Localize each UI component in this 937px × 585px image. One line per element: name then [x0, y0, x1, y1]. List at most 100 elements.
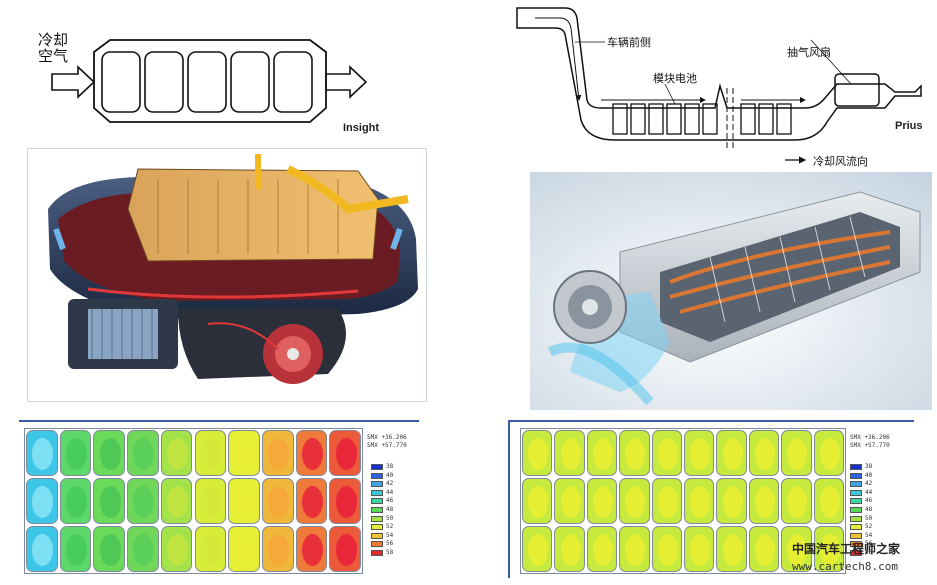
heatmap-cell-hotspot — [301, 534, 323, 566]
heatmap-cell-hotspot — [268, 486, 290, 518]
heatmap-cell-hotspot — [133, 534, 155, 566]
heatmap-cell — [329, 526, 361, 572]
legend-value: 38 — [865, 463, 873, 470]
heatmap-top-border — [508, 420, 914, 422]
heatmap-cell-hotspot — [167, 486, 189, 518]
legend-swatch — [850, 550, 862, 556]
legend-swatch — [850, 524, 862, 531]
heatmap-cell — [748, 526, 780, 572]
outlet-arrow-icon — [325, 65, 368, 99]
heatmap-cell — [93, 478, 126, 524]
legend-value: 40 — [865, 471, 873, 479]
heatmap-cell-hotspot — [301, 486, 323, 518]
heatmap-cell-hotspot — [66, 534, 87, 566]
heatmap-cell — [522, 526, 553, 572]
legend-value: 46 — [386, 497, 394, 505]
heatmap-cell — [684, 526, 715, 572]
legend-value: 54 — [386, 531, 394, 539]
heatmap-cell-hotspot — [787, 534, 808, 566]
heatmap-cell-hotspot — [592, 486, 614, 518]
heatmap-cell — [329, 430, 361, 476]
heatmap-cell-hotspot — [99, 486, 121, 518]
heatmap-cell — [716, 478, 747, 524]
watermark-site-name: 中国汽车工程师之家 — [792, 542, 901, 556]
heatmap-stat-line2: SMX +57.770 — [367, 442, 407, 449]
heatmap-cell-hotspot — [625, 438, 646, 470]
legend-value: 44 — [386, 488, 394, 496]
legend-swatch — [371, 481, 383, 488]
legend-value: 44 — [865, 488, 873, 496]
legend-swatch — [371, 532, 383, 539]
heatmap-cell-hotspot — [787, 438, 808, 470]
prius-battery-3d-render — [530, 172, 932, 410]
legend-swatch — [371, 507, 383, 513]
heatmap-cell — [684, 478, 715, 524]
heatmap-cell — [261, 478, 294, 524]
heatmap-cell-hotspot — [560, 534, 581, 566]
heatmap-cell — [194, 430, 227, 476]
battery-module — [273, 51, 313, 113]
insight-battery-3d-render — [27, 148, 427, 402]
legend-value: 56 — [865, 540, 873, 548]
battery-module — [101, 51, 141, 113]
cooling-flow-direction-label: 冷却风流向 — [813, 155, 868, 168]
legend-swatch — [371, 550, 383, 556]
legend-swatch — [850, 498, 862, 505]
heatmap-cell — [684, 430, 715, 476]
battery-module — [230, 51, 270, 113]
legend-value: 54 — [865, 531, 873, 539]
legend-value: 52 — [386, 523, 394, 531]
heatmap-cell — [522, 478, 553, 524]
legend-swatch — [850, 515, 862, 522]
heatmap-cell-hotspot — [234, 486, 256, 518]
legend-swatch — [371, 464, 383, 470]
heatmap-cell — [261, 526, 294, 572]
heatmap-cell-hotspot — [335, 438, 357, 470]
heatmap-cell — [522, 430, 553, 476]
heatmap-cell-hotspot — [133, 438, 155, 470]
heatmap-cell — [586, 526, 618, 572]
legend-value: 38 — [386, 463, 394, 470]
heatmap-cell-hotspot — [66, 486, 87, 518]
inlet-arrow-icon — [51, 65, 96, 99]
heatmap-cell-hotspot — [754, 438, 776, 470]
exhaust-fan-icon — [834, 73, 880, 107]
heatmap-grid-left — [24, 428, 363, 574]
heatmap-top-border — [19, 420, 419, 422]
heatmap-cell — [93, 526, 126, 572]
heatmap-cell — [26, 526, 58, 572]
battery-module — [187, 51, 227, 113]
heatmap-cell-hotspot — [200, 486, 222, 518]
heatmap-cell — [651, 478, 682, 524]
heatmap-cell-hotspot — [625, 486, 646, 518]
heatmap-cell — [781, 526, 812, 572]
heatmap-cell-hotspot — [657, 534, 678, 566]
heatmap-cell-hotspot — [528, 534, 549, 566]
heatmap-cell-hotspot — [819, 486, 840, 518]
heatmap-cell — [160, 478, 193, 524]
legend-swatch — [850, 481, 862, 488]
insight-cooling-diagram — [51, 39, 368, 123]
heatmap-cell-hotspot — [301, 438, 323, 470]
heatmap-grid-right — [520, 428, 846, 574]
heatmap-cell-hotspot — [560, 486, 581, 518]
heatmap-cell-hotspot — [32, 486, 54, 518]
heatmap-cell — [554, 526, 585, 572]
heatmap-cell — [619, 478, 650, 524]
legend-swatch — [850, 507, 862, 513]
heatmap-cell-hotspot — [722, 486, 743, 518]
heatmap-cell — [813, 478, 844, 524]
heatmap-cell-hotspot — [32, 534, 54, 566]
heatmap-cell — [748, 430, 780, 476]
heatmap-cell — [781, 430, 812, 476]
heatmap-cell-hotspot — [335, 486, 357, 518]
heatmap-cell — [127, 478, 159, 524]
heatmap-cell — [194, 526, 227, 572]
watermark-url: www.cartech8.com — [792, 560, 898, 573]
heatmap-cell-hotspot — [690, 486, 711, 518]
heatmap-cell — [651, 526, 682, 572]
legend-value: 56 — [386, 540, 394, 548]
